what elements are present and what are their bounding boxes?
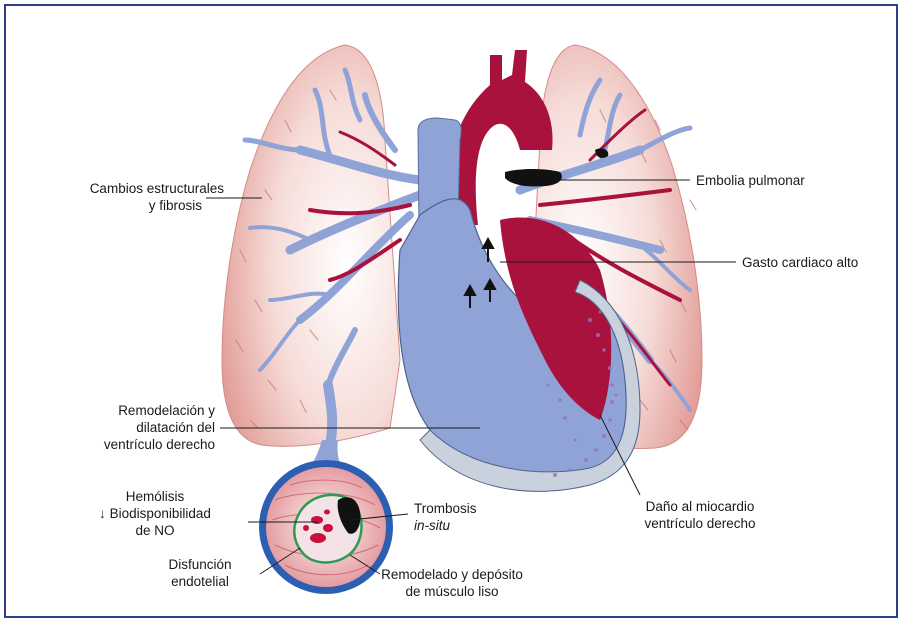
label-line: ↓ Biodisponibilidad <box>70 505 240 522</box>
label-text: Biodisponibilidad <box>110 506 211 521</box>
label-line: de músculo liso <box>372 583 532 600</box>
pulmonary-embolus <box>505 169 562 187</box>
label-line: ventrículo derecho <box>60 436 215 453</box>
label-line: Daño al miocardio <box>620 498 780 515</box>
label-endothelial-dysfunction: Disfunción endotelial <box>150 556 250 590</box>
label-line: Remodelado y depósito <box>372 566 532 583</box>
label-line: Embolia pulmonar <box>696 172 805 189</box>
label-in-situ-thrombosis: Trombosis in-situ <box>414 500 477 534</box>
label-line: Cambios estructurales <box>64 180 224 197</box>
label-line: ventrículo derecho <box>620 515 780 532</box>
label-line: in-situ <box>414 517 477 534</box>
label-line: endotelial <box>150 573 250 590</box>
label-line: Gasto cardiaco alto <box>742 254 858 271</box>
label-structural-changes: Cambios estructurales y fibrosis <box>64 180 224 214</box>
label-line: dilatación del <box>60 419 215 436</box>
label-myocardial-damage: Daño al miocardio ventrículo derecho <box>620 498 780 532</box>
label-rv-remodeling: Remodelación y dilatación del ventrículo… <box>60 402 215 453</box>
label-high-cardiac-output: Gasto cardiaco alto <box>742 254 858 271</box>
label-line: de NO <box>70 522 240 539</box>
label-line: Trombosis <box>414 500 477 517</box>
label-line: Remodelación y <box>60 402 215 419</box>
label-line: Disfunción <box>150 556 250 573</box>
label-hemolysis-no: Hemólisis ↓ Biodisponibilidad de NO <box>70 488 240 539</box>
down-arrow-icon: ↓ <box>99 506 106 521</box>
label-line: Hemólisis <box>70 488 240 505</box>
label-line: y fibrosis <box>64 197 224 214</box>
label-pulmonary-embolism: Embolia pulmonar <box>696 172 805 189</box>
label-smooth-muscle: Remodelado y depósito de músculo liso <box>372 566 532 600</box>
